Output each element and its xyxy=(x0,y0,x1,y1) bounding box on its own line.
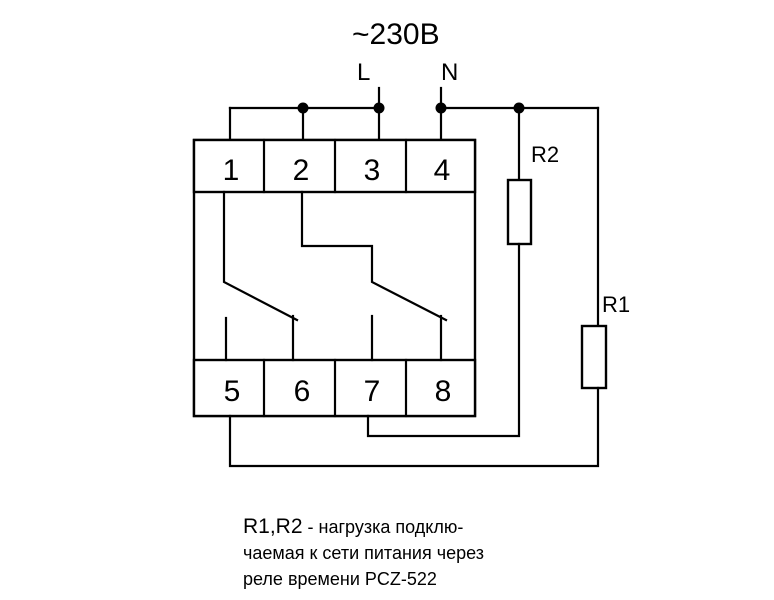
terminal-3-label: 3 xyxy=(364,154,381,187)
junction-dot xyxy=(435,102,447,114)
r2-wire-bottom xyxy=(366,242,521,438)
neutral-terminal-label: N xyxy=(441,59,458,86)
contact-1-switch xyxy=(222,190,299,322)
contact-2-switch xyxy=(300,190,448,322)
terminal-2-label: 2 xyxy=(293,154,310,187)
junction-dot xyxy=(297,102,309,114)
caption-loads: R1,R2 xyxy=(243,515,303,538)
line-terminal-label: L xyxy=(357,59,370,86)
terminal-7-label: 7 xyxy=(364,375,381,408)
supply-voltage-label: ~230В xyxy=(352,18,440,51)
terminal-4-label: 4 xyxy=(434,154,451,187)
caption-line-2: чаемая к сети питания через xyxy=(243,543,484,563)
r2-resistor xyxy=(506,178,533,246)
junction-dot xyxy=(373,102,385,114)
caption-line-1: - нагрузка подклю- xyxy=(302,517,464,537)
caption-note: R1,R2 - нагрузка подклю- чаемая к сети п… xyxy=(243,514,663,592)
r2-label: R2 xyxy=(531,142,559,167)
r1-label: R1 xyxy=(602,292,630,317)
caption-line-3: реле времени PCZ-522 xyxy=(243,569,437,589)
terminal-5-label: 5 xyxy=(224,375,241,408)
terminal-1-label: 1 xyxy=(223,154,240,187)
r1-resistor xyxy=(580,324,608,390)
r1-wire-bottom xyxy=(228,386,600,468)
terminal-6-label: 6 xyxy=(294,375,311,408)
terminal-8-label: 8 xyxy=(435,375,452,408)
